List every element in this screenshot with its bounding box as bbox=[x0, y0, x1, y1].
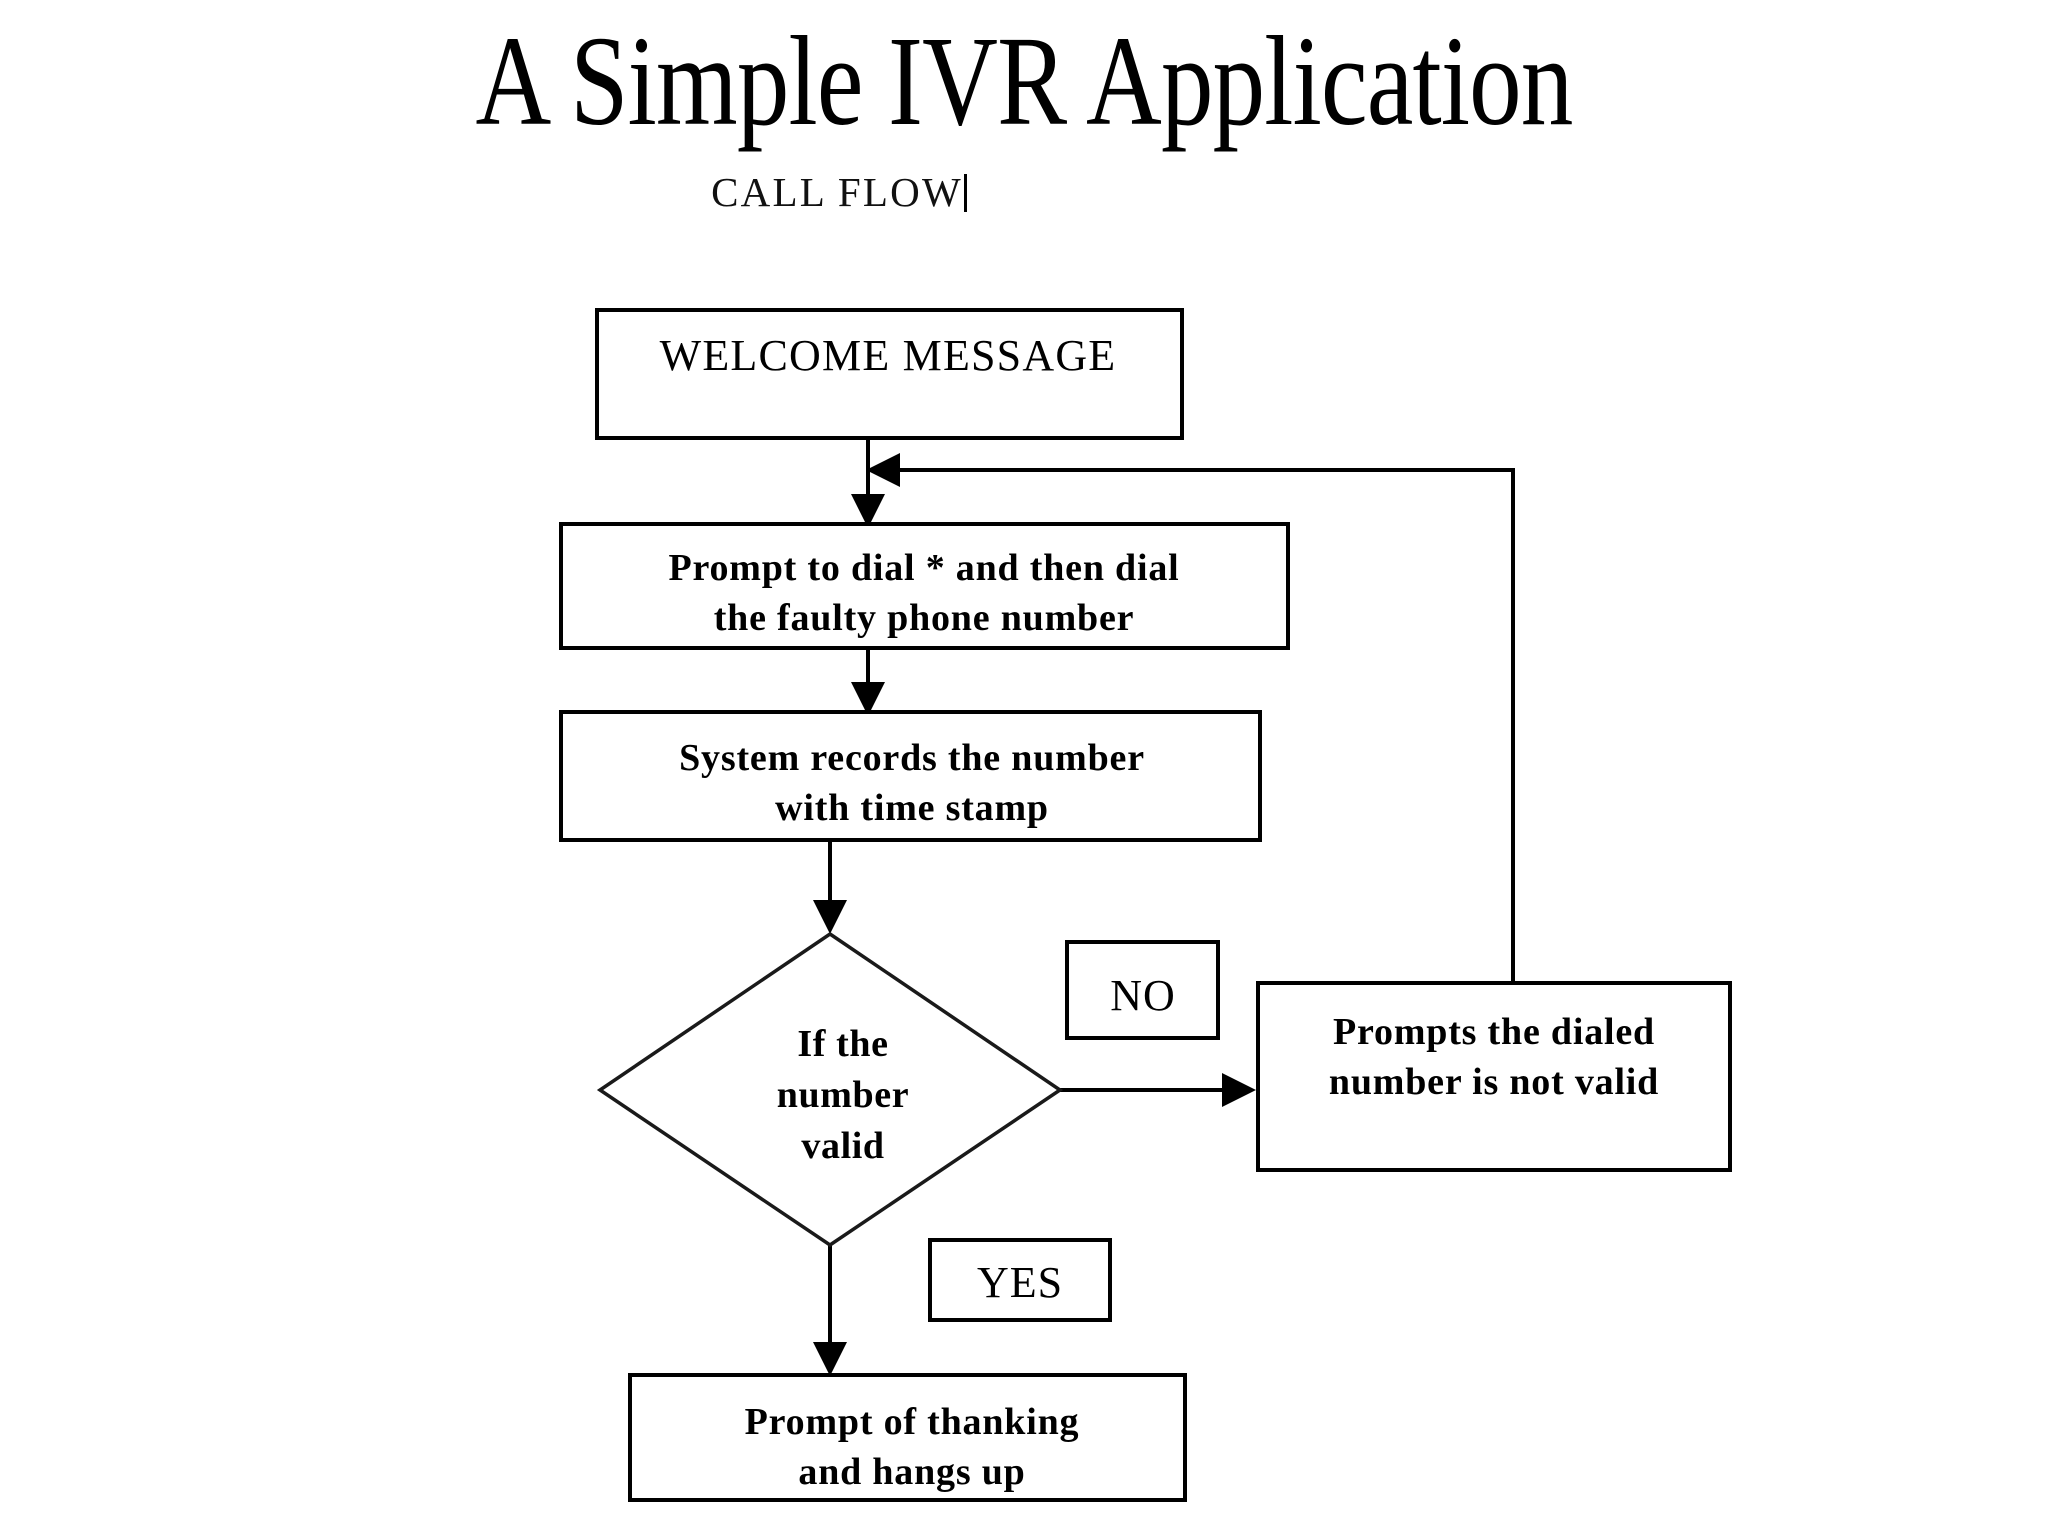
edge-decision-to-thanks bbox=[813, 1245, 847, 1376]
node-prompt-to-dial[interactable]: Prompt to dial * and then dial the fault… bbox=[559, 522, 1290, 650]
branch-label-no-text: NO bbox=[1110, 971, 1176, 1020]
node-thanking-hangs-up-line-2: and hangs up bbox=[798, 1451, 1025, 1493]
branch-label-no[interactable]: NO bbox=[1065, 940, 1220, 1040]
edge-invalid-feedback-loop bbox=[866, 453, 1515, 983]
node-number-not-valid[interactable]: Prompts the dialed number is not valid bbox=[1256, 981, 1732, 1172]
node-decision-line-2: number bbox=[777, 1074, 909, 1116]
node-prompt-to-dial-line-2: the faulty phone number bbox=[714, 597, 1135, 639]
node-thanking-hangs-up-line-1: Prompt of thanking bbox=[745, 1401, 1080, 1443]
edge-prompt-to-record bbox=[851, 648, 885, 716]
branch-label-yes-text: YES bbox=[977, 1258, 1063, 1307]
node-prompt-to-dial-line-1: Prompt to dial * and then dial bbox=[668, 547, 1179, 589]
node-system-records-line-2: with time stamp bbox=[775, 787, 1049, 829]
node-number-not-valid-line-1: Prompts the dialed bbox=[1333, 1011, 1655, 1053]
node-decision-line-1: If the bbox=[797, 1023, 888, 1065]
branch-label-yes[interactable]: YES bbox=[928, 1238, 1112, 1322]
page-title: A Simple IVR Application bbox=[475, 10, 1574, 152]
node-welcome-message-line-1: WELCOME MESSAGE bbox=[660, 331, 1117, 380]
node-system-records-line-1: System records the number bbox=[679, 737, 1145, 779]
node-number-not-valid-line-2: number is not valid bbox=[1329, 1061, 1659, 1103]
node-welcome-message[interactable]: WELCOME MESSAGE bbox=[595, 308, 1184, 440]
node-system-records[interactable]: System records the number with time stam… bbox=[559, 710, 1262, 842]
edge-decision-to-invalid bbox=[1060, 1073, 1256, 1107]
node-thanking-hangs-up[interactable]: Prompt of thanking and hangs up bbox=[628, 1373, 1187, 1502]
edge-welcome-to-prompt bbox=[851, 438, 885, 528]
node-decision-number-valid[interactable]: If the number valid bbox=[596, 931, 1064, 1248]
edge-record-to-decision bbox=[813, 840, 847, 934]
node-decision-line-3: valid bbox=[801, 1125, 884, 1167]
